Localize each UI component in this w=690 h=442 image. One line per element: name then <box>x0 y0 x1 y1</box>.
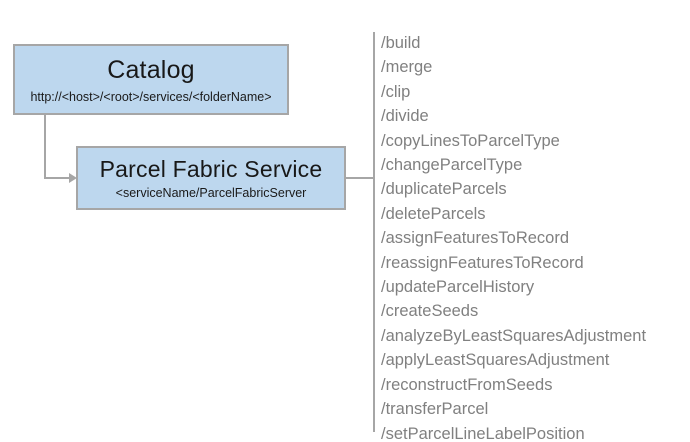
operation-list-item[interactable]: /build <box>381 34 421 52</box>
operation-list-item[interactable]: /applyLeastSquaresAdjustment <box>381 351 610 370</box>
operation-list-item[interactable]: /duplicateParcels <box>381 180 507 199</box>
operation-list-item[interactable]: /reconstructFromSeeds <box>381 375 553 394</box>
operation-list-item[interactable]: /updateParcelHistory <box>381 278 535 297</box>
arrowhead-icon <box>69 173 77 183</box>
service-node-path: <serviceName/ParcelFabricServer <box>115 185 307 200</box>
operation-list-item[interactable]: /clip <box>381 82 411 101</box>
operation-list-item[interactable]: /divide <box>381 107 429 126</box>
operation-list-item[interactable]: /setParcelLineLabelPosition <box>381 424 585 442</box>
connector-catalog-vertical <box>44 115 46 178</box>
operation-list-item[interactable]: /merge <box>381 58 433 77</box>
operation-list-item[interactable]: /deleteParcels <box>381 204 486 223</box>
catalog-node[interactable]: Catalog http://<host>/<root>/services/<f… <box>13 44 289 115</box>
operation-list-item[interactable]: /copyLinesToParcelType <box>381 131 560 150</box>
service-node-title: Parcel Fabric Service <box>99 156 323 183</box>
catalog-node-url: http://<host>/<root>/services/<folderNam… <box>30 90 272 105</box>
catalog-node-title: Catalog <box>107 55 195 84</box>
operations-list: /build/merge/clip/divide/copyLinesToParc… <box>381 31 681 442</box>
operation-list-item[interactable]: /reassignFeaturesToRecord <box>381 253 584 272</box>
parcel-fabric-service-node[interactable]: Parcel Fabric Service <serviceName/Parce… <box>76 146 346 210</box>
operation-list-item[interactable]: /changeParcelType <box>381 156 523 175</box>
connector-catalog-horizontal <box>44 177 72 179</box>
operation-list-item[interactable]: /transferParcel <box>381 400 489 419</box>
connector-service-to-operations <box>346 177 374 179</box>
operation-list-item[interactable]: /createSeeds <box>381 302 479 321</box>
operation-list-item[interactable]: /assignFeaturesToRecord <box>381 229 570 248</box>
operations-rail-divider <box>373 32 375 432</box>
operation-list-item[interactable]: /analyzeByLeastSquaresAdjustment <box>381 326 647 345</box>
